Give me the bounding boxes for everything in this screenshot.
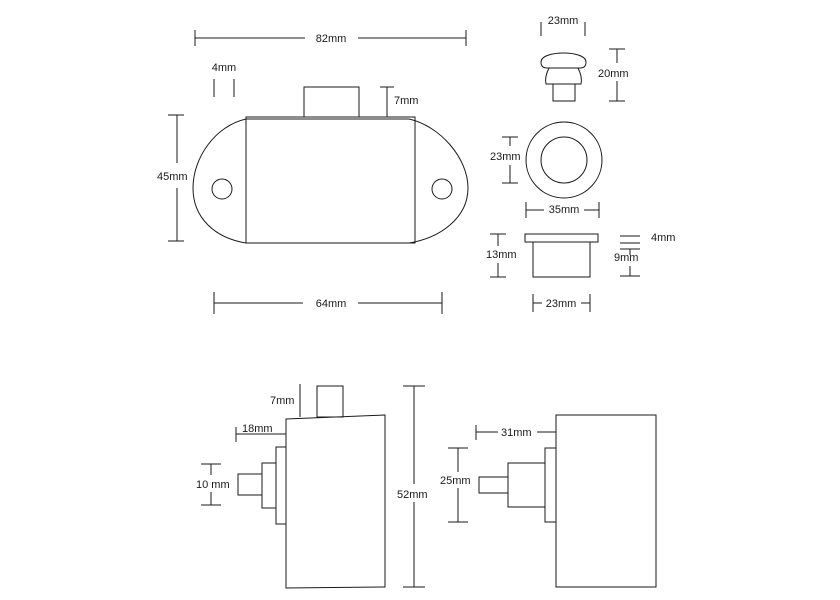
left-screw-hole	[211, 178, 233, 200]
right-side-view	[478, 414, 657, 588]
dim-52mm-side: 52mm	[397, 385, 428, 588]
label-4mm-cup: 4mm	[651, 232, 675, 244]
dim-4mm-cup: 4mm	[620, 232, 675, 244]
label-35mm-ring: 35mm	[549, 204, 580, 216]
label-23mm-knob: 23mm	[548, 15, 579, 27]
dim-18mm-side: 18mm	[235, 423, 286, 442]
dim-45mm: 45mm	[157, 114, 188, 242]
dim-13mm-cup: 13mm	[486, 233, 517, 278]
ring-view	[525, 121, 603, 199]
label-9mm-cup: 9mm	[614, 252, 638, 264]
right-flange	[544, 447, 557, 523]
dim-23mm-ring: 23mm	[490, 136, 521, 184]
right-body	[555, 414, 657, 588]
side-view	[237, 385, 386, 589]
label-82mm: 82mm	[316, 33, 347, 45]
right-pin	[478, 476, 509, 494]
right-collar	[507, 462, 546, 508]
knob-view	[540, 52, 587, 102]
label-4mm-top: 4mm	[212, 62, 236, 74]
knob-neck	[545, 67, 582, 85]
side-flange	[275, 446, 287, 525]
label-64mm: 64mm	[316, 298, 347, 310]
right-screw-hole	[431, 178, 453, 200]
cup-body	[532, 241, 591, 278]
side-body	[285, 414, 386, 589]
dim-31mm-right: 31mm	[475, 425, 556, 440]
cup-view	[524, 233, 599, 278]
label-45mm: 45mm	[157, 171, 188, 183]
dim-82mm: 82mm	[194, 30, 467, 46]
knob-head	[540, 52, 587, 69]
label-25mm-right: 25mm	[440, 475, 471, 487]
dim-25mm-right: 25mm	[440, 447, 471, 523]
label-10mm-side: 10 mm	[196, 479, 230, 491]
label-23mm-cup: 23mm	[546, 298, 577, 310]
ring-outer	[525, 121, 603, 199]
side-collar	[261, 462, 277, 509]
dim-7mm-top: 7mm	[380, 86, 418, 117]
label-52mm-side: 52mm	[397, 489, 428, 501]
dim-35mm-ring: 35mm	[525, 202, 600, 218]
catch-body	[245, 116, 416, 244]
label-18mm-side: 18mm	[242, 423, 273, 435]
dim-4mm-top: 4mm	[212, 62, 236, 97]
dim-20mm-knob: 20mm	[598, 48, 629, 102]
label-31mm-right: 31mm	[501, 427, 532, 439]
dim-9mm-cup: 9mm	[614, 248, 640, 277]
side-plunger	[316, 385, 344, 418]
dim-7mm-side: 7mm	[270, 384, 301, 417]
label-7mm-top: 7mm	[394, 95, 418, 107]
label-23mm-ring: 23mm	[490, 151, 521, 163]
ring-inner	[540, 136, 588, 184]
plunger-top	[303, 86, 360, 118]
dim-23mm-knob: 23mm	[540, 15, 586, 36]
label-7mm-side: 7mm	[270, 395, 294, 407]
oval-mounting-plate	[192, 118, 469, 244]
dim-23mm-cup: 23mm	[532, 294, 591, 312]
label-20mm-knob: 20mm	[598, 68, 629, 80]
knob-stem	[552, 83, 576, 102]
cup-flange	[524, 233, 599, 243]
dim-64mm: 64mm	[213, 292, 443, 314]
side-pin	[237, 473, 263, 496]
dim-10mm-side: 10 mm	[196, 463, 230, 506]
label-13mm-cup: 13mm	[486, 249, 517, 261]
top-view	[192, 86, 469, 244]
